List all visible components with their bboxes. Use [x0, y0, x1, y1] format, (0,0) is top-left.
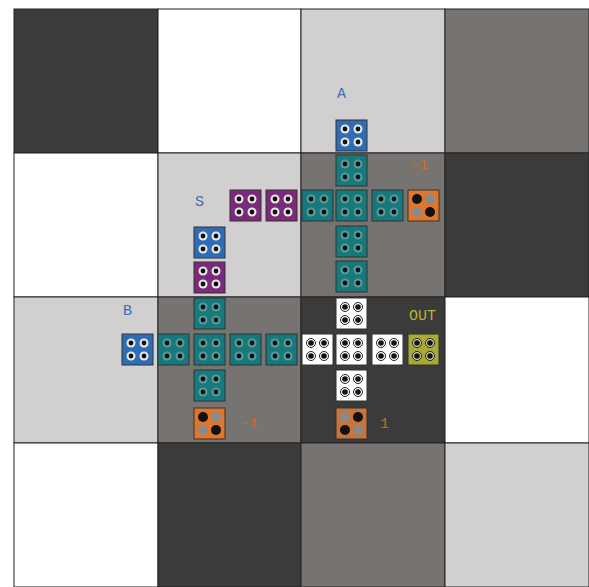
gadget-label: OUT	[409, 309, 436, 324]
grid-cell	[158, 443, 301, 587]
tile	[266, 190, 297, 221]
tile	[194, 262, 225, 293]
tile	[302, 190, 333, 221]
tile	[336, 370, 367, 401]
grid-cell	[301, 9, 445, 153]
tile	[122, 334, 153, 365]
tile	[336, 408, 367, 439]
gadget-label: -1	[410, 158, 428, 173]
tile	[336, 190, 367, 221]
tile	[158, 334, 189, 365]
tile	[336, 226, 367, 257]
grid-cell	[14, 153, 158, 297]
tile	[266, 334, 297, 365]
grid-cell	[301, 443, 445, 587]
grid-cell	[158, 9, 301, 153]
tile	[336, 334, 367, 365]
gadget-label: B	[123, 304, 132, 319]
grid-cell	[301, 153, 445, 297]
tile	[194, 227, 225, 258]
tile	[336, 120, 367, 151]
tile	[408, 190, 439, 221]
grid-cell	[14, 297, 158, 443]
grid-cell	[445, 153, 589, 297]
tile	[302, 334, 333, 365]
grid-cell	[14, 9, 158, 153]
grid-cell	[445, 443, 589, 587]
tile	[194, 298, 225, 329]
grid-cell	[445, 9, 589, 153]
gadget-label: -1	[240, 417, 258, 432]
tile	[336, 155, 367, 186]
tile	[336, 298, 367, 329]
tile	[408, 334, 439, 365]
tile	[372, 190, 403, 221]
tile	[372, 334, 403, 365]
tile	[230, 334, 261, 365]
grid-cell	[14, 443, 158, 587]
tile	[336, 261, 367, 292]
grid-cell	[445, 297, 589, 443]
gadget-label: A	[337, 87, 346, 102]
grid-cell	[301, 297, 445, 443]
grid-cell	[158, 297, 301, 443]
tile	[194, 408, 225, 439]
tile	[194, 334, 225, 365]
gadget-label: S	[195, 195, 204, 210]
grid-cell	[158, 153, 301, 297]
gadget-label: 1	[380, 417, 389, 432]
tile	[194, 370, 225, 401]
tile	[230, 190, 261, 221]
